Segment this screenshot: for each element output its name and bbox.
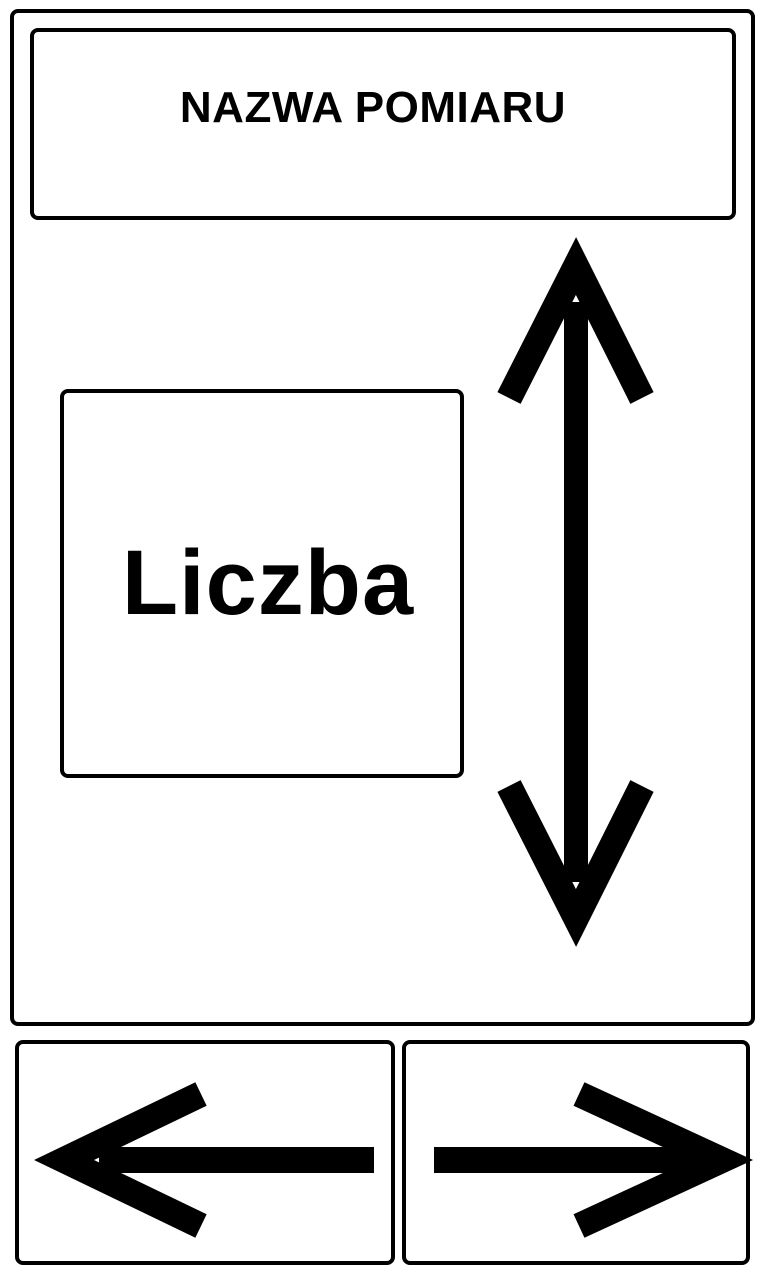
left-arrow-icon — [34, 1082, 374, 1238]
previous-button[interactable] — [15, 1040, 395, 1265]
measurement-name-box: NAZWA POMIARU — [30, 28, 736, 220]
up-down-arrow-icon[interactable] — [490, 232, 660, 952]
measurement-panel — [10, 9, 755, 1026]
measurement-value-box: Liczba — [60, 389, 464, 778]
measurement-name: NAZWA POMIARU — [179, 83, 567, 132]
measurement-value: Liczba — [121, 532, 415, 634]
right-arrow-icon — [434, 1082, 754, 1238]
next-button[interactable] — [402, 1040, 754, 1265]
